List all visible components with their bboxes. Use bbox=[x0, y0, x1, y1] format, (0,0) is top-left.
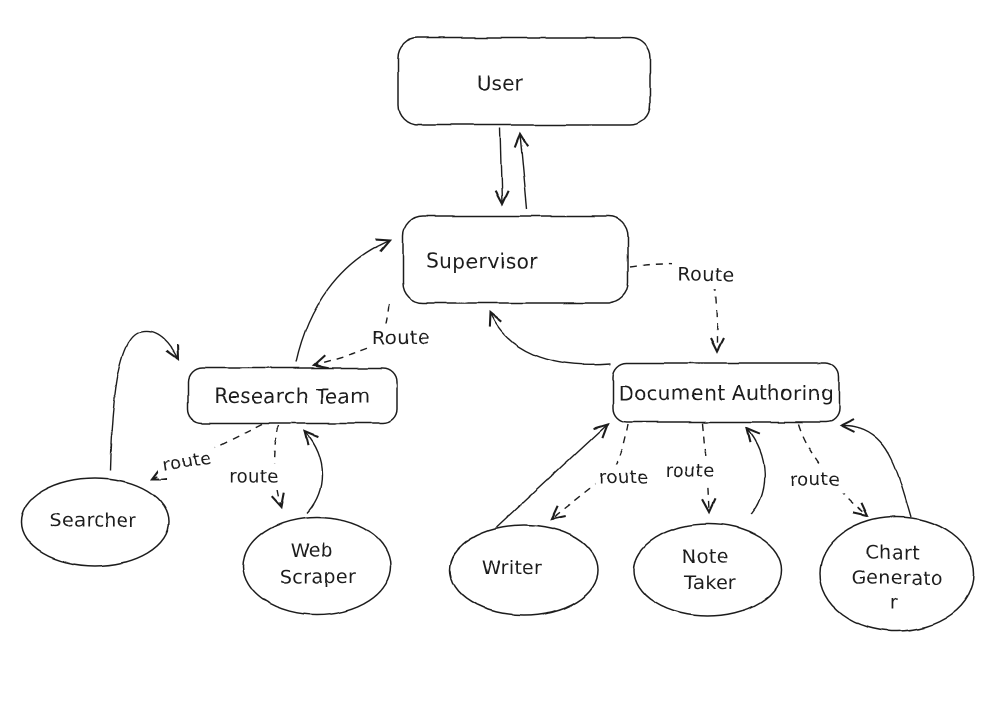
edge-label-route-to-research: Route bbox=[368, 323, 434, 351]
node-searcher-ellipse bbox=[20, 477, 170, 567]
edge-label-route-to-writer: route bbox=[595, 465, 652, 491]
node-chart-generator-label-line2: Generato bbox=[851, 567, 943, 589]
node-note-taker-ellipse bbox=[633, 523, 783, 617]
node-user: User bbox=[397, 37, 651, 126]
node-writer-label: Writer bbox=[482, 557, 542, 579]
node-supervisor-label: Supervisor bbox=[427, 249, 538, 273]
edge-label-route-to-chart: route bbox=[787, 467, 844, 493]
node-user-box bbox=[397, 37, 651, 126]
node-searcher: Searcher bbox=[20, 477, 170, 567]
edge-research-team-to-supervisor bbox=[295, 238, 393, 363]
edge-label-route-to-note: route bbox=[662, 458, 719, 484]
node-research-team-label: Research Team bbox=[214, 384, 370, 408]
node-supervisor: Supervisor bbox=[402, 215, 629, 304]
node-web-scraper-label-line2: Scraper bbox=[280, 566, 356, 588]
edge-label-text: route bbox=[665, 461, 715, 482]
edge-label-text: route bbox=[229, 467, 279, 488]
edge-web-scraper-to-research-team bbox=[303, 429, 324, 514]
edge-label-bg bbox=[155, 444, 219, 480]
edge-label-bg bbox=[368, 323, 434, 351]
edge-label-text: Route bbox=[372, 327, 429, 349]
node-web-scraper-label-line1: Web bbox=[291, 540, 334, 562]
node-supervisor-box bbox=[402, 215, 629, 304]
node-writer-ellipse bbox=[449, 524, 599, 616]
node-note-taker: Note Taker bbox=[633, 523, 783, 617]
edge-writer-to-document-authoring bbox=[496, 422, 610, 528]
edge-label-text: Route bbox=[677, 264, 734, 286]
edge-label-text: route bbox=[598, 468, 648, 489]
edge-document-authoring-to-writer bbox=[549, 423, 629, 521]
node-user-label: User bbox=[476, 71, 524, 95]
node-note-taker-label-line2: Taker bbox=[683, 572, 736, 594]
edge-label-bg bbox=[595, 465, 652, 491]
edge-label-bg bbox=[672, 259, 740, 289]
edge-searcher-to-research-team bbox=[109, 330, 180, 471]
node-writer: Writer bbox=[449, 524, 599, 616]
node-research-team-box bbox=[187, 367, 398, 424]
node-chart-generator-label-line1: Chart bbox=[866, 542, 920, 564]
edge-supervisor-to-user bbox=[513, 131, 529, 210]
node-note-taker-label-line1: Note bbox=[682, 546, 729, 568]
edge-label-route-to-scraper: route bbox=[226, 464, 283, 490]
edge-label-route-to-authoring: Route bbox=[672, 259, 740, 289]
edge-document-authoring-to-supervisor bbox=[488, 310, 612, 366]
edge-label-text: route bbox=[790, 470, 840, 491]
node-chart-generator: Chart Generato r bbox=[819, 516, 975, 632]
edge-note-taker-to-document-authoring bbox=[745, 426, 766, 516]
node-searcher-label: Searcher bbox=[49, 510, 137, 532]
node-chart-generator-label-line3: r bbox=[890, 592, 898, 614]
edge-user-to-supervisor bbox=[494, 127, 510, 207]
node-web-scraper-ellipse bbox=[242, 516, 392, 616]
node-web-scraper: Web Scraper bbox=[242, 516, 392, 616]
node-chart-generator-ellipse bbox=[819, 516, 975, 632]
edge-label-bg bbox=[662, 458, 719, 484]
edge-label-route-to-searcher: route bbox=[155, 444, 219, 480]
node-document-authoring-box bbox=[612, 362, 840, 423]
edge-label-bg bbox=[226, 464, 283, 490]
edge-document-authoring-to-note-taker bbox=[701, 422, 716, 515]
edge-supervisor-to-document-authoring bbox=[629, 263, 725, 354]
edge-label-bg bbox=[787, 467, 844, 493]
edge-chart-generator-to-document-authoring bbox=[838, 418, 912, 518]
node-research-team: Research Team bbox=[187, 367, 398, 424]
node-document-authoring: Document Authoring bbox=[612, 362, 840, 423]
node-document-authoring-label: Document Authoring bbox=[618, 381, 833, 405]
